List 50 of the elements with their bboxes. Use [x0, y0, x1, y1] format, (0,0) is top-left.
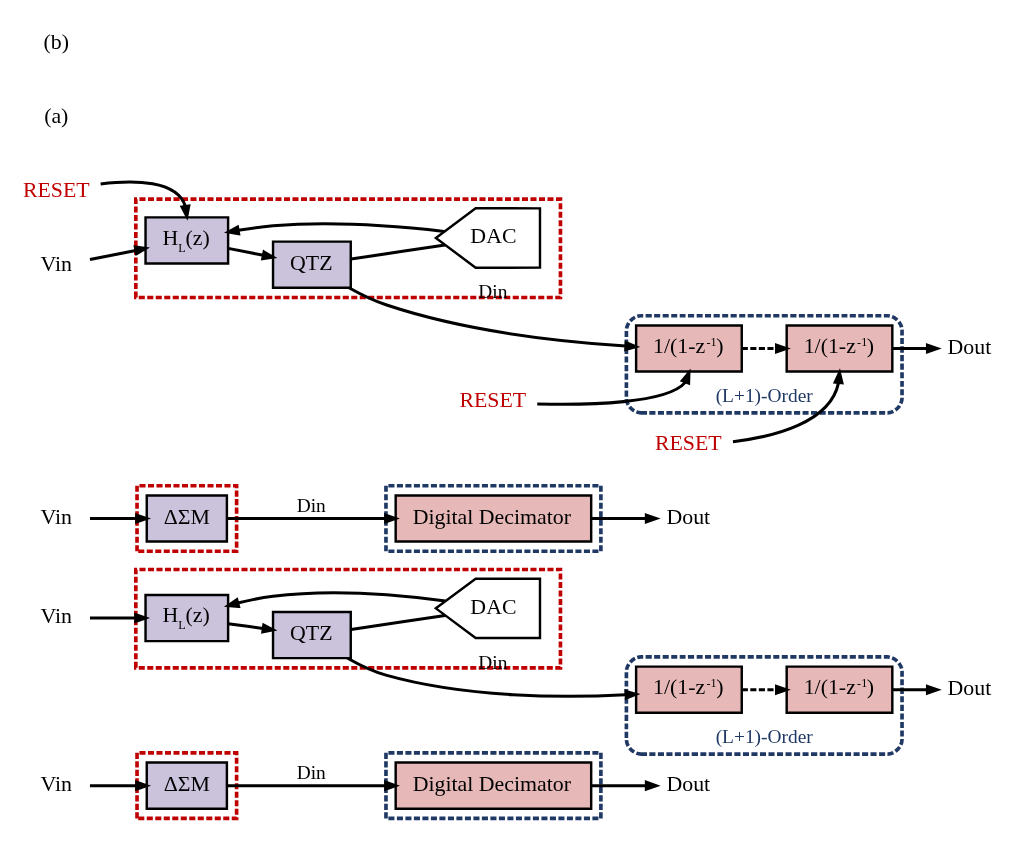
node-box: H$_{L}$(z) [144, 593, 230, 643]
label: (b) [43, 30, 70, 55]
node-box: Digital Decimator [394, 494, 593, 543]
arrow [732, 368, 844, 444]
arrow [892, 684, 942, 696]
node-box: 1/(1-z$^{-1}$) [785, 324, 894, 373]
arrow [741, 342, 791, 355]
arrow [227, 780, 400, 792]
arrow [89, 780, 151, 792]
arrow [100, 180, 191, 221]
arrow [591, 780, 661, 792]
arrow [591, 512, 661, 525]
edge-label: Din [296, 495, 326, 517]
node-box: QTZ [271, 610, 352, 660]
node-box: ΔΣM [145, 761, 229, 810]
arrow [89, 512, 151, 525]
connector [350, 243, 446, 261]
node-text: RESET [459, 388, 527, 413]
node-text: Dout [947, 334, 992, 359]
node-box: H$_{L}$(z) [144, 216, 230, 265]
node-box: Digital Decimator [394, 761, 593, 810]
node-box: 1/(1-z$^{-1}$) [785, 665, 894, 714]
arrow [227, 512, 400, 525]
edge-label: Din [296, 762, 326, 784]
arrow [89, 245, 150, 262]
node-text: Vin [40, 771, 72, 796]
node-box: 1/(1-z$^{-1}$) [634, 665, 743, 714]
node-box: QTZ [271, 240, 352, 289]
node-text: Dout [666, 771, 711, 796]
arrow [892, 342, 942, 355]
arrow [741, 684, 791, 696]
node-box: 1/(1-z$^{-1}$) [634, 324, 743, 373]
arrow [223, 591, 446, 609]
node-text: Vin [40, 252, 72, 277]
label: (a) [44, 104, 69, 129]
connector [350, 613, 446, 631]
node-text: RESET [22, 178, 90, 203]
arrow [227, 246, 278, 261]
node-box: ΔΣM [145, 494, 229, 543]
node-text: Dout [947, 676, 992, 701]
node-text: Dout [666, 504, 711, 529]
arrow [223, 222, 445, 236]
arrow [348, 286, 641, 352]
node-text: RESET [654, 430, 722, 455]
arrow [346, 656, 641, 701]
arrow [537, 368, 691, 406]
node-text: Vin [40, 604, 72, 629]
node-text: Vin [40, 504, 72, 529]
arrow [227, 622, 278, 634]
arrow [89, 612, 151, 624]
